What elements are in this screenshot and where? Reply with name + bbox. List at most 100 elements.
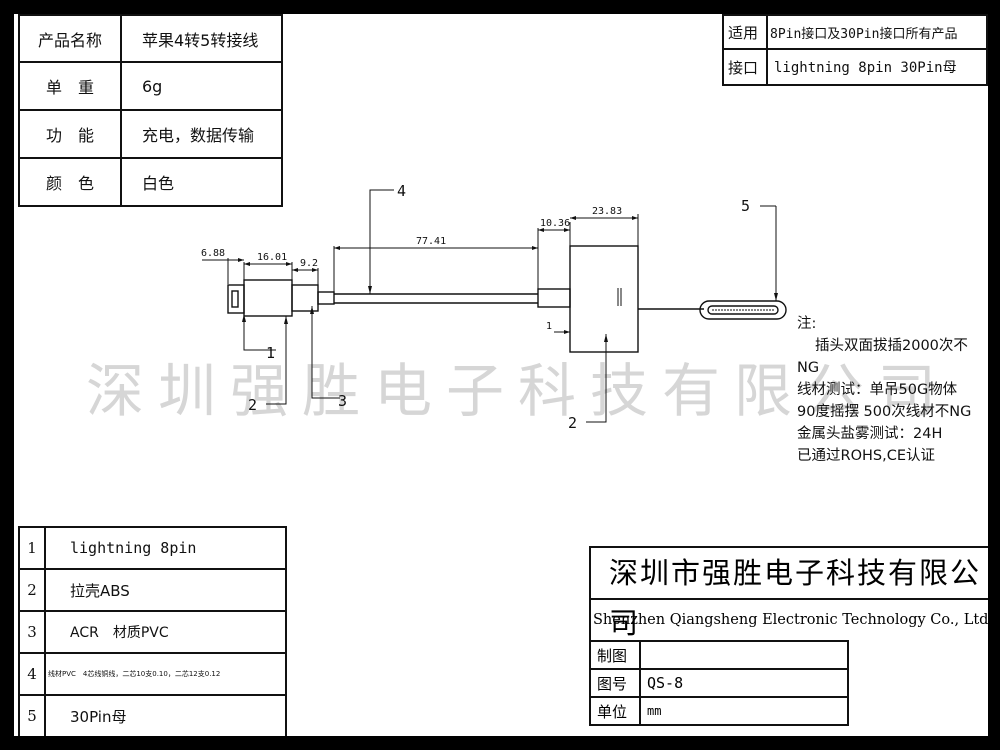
arrow-head	[604, 334, 608, 342]
parts-row: 2 拉壳ABS	[18, 568, 287, 612]
parts-table: 1 lightning 8pin 2 拉壳ABS 3 ACR 材质PVC 4 线…	[18, 526, 287, 736]
notes-heading: 注:	[797, 316, 817, 332]
dim-label: 6.88	[201, 248, 225, 259]
dim-label: 23.83	[592, 206, 622, 217]
spec-label: 单 重	[18, 61, 122, 111]
company-name-en: Shenzhen Qiangsheng Electronic Technolog…	[589, 600, 988, 640]
parts-desc: 线材PVC 4芯线铜线，二芯10支0.10，二芯12支0.12	[44, 652, 287, 696]
application-value: 8Pin接口及30Pin接口所有产品	[766, 14, 988, 50]
30pin-connector-slot	[707, 305, 779, 315]
title-row: 单位 mm	[589, 696, 849, 726]
title-row: 制图	[589, 640, 849, 670]
lightning-tip-contact	[231, 290, 239, 308]
spec-row: 产品名称 苹果4转5转接线	[18, 14, 283, 63]
notes-line: 金属头盐雾测试：24H	[797, 426, 943, 442]
callout-leader-4	[369, 189, 394, 294]
spec-row: 功 能 充电，数据传输	[18, 109, 283, 159]
notes: 注: 插头双面拔插2000次不 NG 线材测试：单吊50G物体 90度摇摆 50…	[797, 313, 971, 467]
arrow-head	[310, 306, 314, 314]
arrow-head	[774, 293, 778, 301]
parts-desc: lightning 8pin	[44, 526, 287, 570]
arrow-head	[244, 262, 250, 266]
callout-number: 2	[248, 396, 257, 414]
arrow-head	[312, 268, 318, 272]
dim-label: 10.36	[540, 218, 570, 229]
notes-line: 线材测试：单吊50G物体	[797, 382, 958, 398]
arrow-head	[564, 330, 570, 334]
callout-number: 2	[568, 414, 577, 432]
notes-line: 90度摇摆 500次线材不NG	[797, 404, 972, 420]
watermark: 深圳强胜电子科技有限公司	[86, 357, 951, 425]
spec-row: 单 重 6g	[18, 61, 283, 111]
title-value: QS-8	[639, 668, 849, 698]
title-label: 图号	[589, 668, 641, 698]
parts-row: 1 lightning 8pin	[18, 526, 287, 570]
application-label: 接口	[722, 48, 768, 86]
callout-leader-2b	[586, 334, 607, 423]
dim-label: 1	[546, 321, 552, 332]
application-row: 适用 8Pin接口及30Pin接口所有产品	[722, 14, 988, 50]
spec-value: 充电，数据传输	[120, 109, 283, 159]
spec-label: 颜 色	[18, 157, 122, 207]
parts-num: 1	[18, 526, 46, 570]
spec-value: 白色	[120, 157, 283, 207]
spec-label: 功 能	[18, 109, 122, 159]
application-row: 接口 lightning 8pin 30Pin母	[722, 48, 988, 86]
parts-num: 4	[18, 652, 46, 696]
callout-number: 5	[741, 197, 750, 215]
application-value: lightning 8pin 30Pin母	[766, 48, 988, 86]
lightning-tip	[227, 284, 245, 314]
30pin-housing	[569, 245, 639, 353]
company-name-cn: 深圳市强胜电子科技有限公司	[589, 546, 988, 640]
arrow-head	[286, 262, 292, 266]
dim-label: 16.01	[257, 252, 287, 263]
title-label: 单位	[589, 696, 641, 726]
arrow-head	[284, 316, 288, 324]
parts-num: 3	[18, 610, 46, 654]
arrow-head	[570, 216, 576, 220]
arrow-head	[238, 258, 244, 262]
strain-relief-left	[317, 291, 335, 305]
arrow-head	[532, 246, 538, 250]
dim-label: 77.41	[416, 236, 446, 247]
spec-value: 苹果4转5转接线	[120, 14, 283, 63]
callout-leader-1	[243, 314, 276, 351]
dim-label: 9.2	[300, 258, 318, 269]
callout-leader-2	[266, 316, 287, 405]
arrow-head	[538, 228, 544, 232]
parts-desc: ACR 材质PVC	[44, 610, 287, 654]
shell-part	[291, 284, 319, 312]
spec-table: 产品名称 苹果4转5转接线 单 重 6g 功 能 充电，数据传输 颜 色 白色	[18, 14, 283, 207]
spec-row: 颜 色 白色	[18, 157, 283, 207]
title-label: 制图	[589, 640, 641, 670]
strain-relief-right	[537, 288, 571, 308]
parts-num: 5	[18, 694, 46, 736]
title-row: 图号 QS-8	[589, 668, 849, 698]
notes-line: 插头双面拔插2000次不	[815, 338, 968, 354]
arrow-head	[242, 314, 246, 322]
drawing-sheet: 产品名称 苹果4转5转接线 单 重 6g 功 能 充电，数据传输 颜 色 白色 …	[14, 14, 988, 736]
parts-row: 3 ACR 材质PVC	[18, 610, 287, 654]
application-table: 适用 8Pin接口及30Pin接口所有产品 接口 lightning 8pin …	[722, 14, 988, 86]
title-value: mm	[639, 696, 849, 726]
parts-row: 4 线材PVC 4芯线铜线，二芯10支0.10，二芯12支0.12	[18, 652, 287, 696]
title-block-rows: 制图 图号 QS-8 单位 mm	[589, 640, 849, 726]
parts-desc: 拉壳ABS	[44, 568, 287, 612]
parts-num: 2	[18, 568, 46, 612]
arrow-head	[368, 286, 372, 294]
spec-value: 6g	[120, 61, 283, 111]
callout-leader-3	[311, 306, 340, 399]
cable-drawing: 6.88 16.01 9.2 77.41 10.36 23.83 1 1 2 3	[201, 182, 787, 432]
arrow-head	[292, 268, 298, 272]
title-value	[639, 640, 849, 670]
arrow-head	[334, 246, 340, 250]
title-block: 深圳市强胜电子科技有限公司 Shenzhen Qiangsheng Electr…	[589, 546, 988, 736]
callout-number: 1	[266, 344, 275, 362]
lightning-housing	[243, 279, 293, 317]
notes-line: 已通过ROHS,CE认证	[797, 448, 935, 464]
application-label: 适用	[722, 14, 768, 50]
callout-number: 4	[397, 182, 406, 200]
callout-number: 3	[338, 392, 347, 410]
parts-desc: 30Pin母	[44, 694, 287, 736]
parts-row: 5 30Pin母	[18, 694, 287, 736]
